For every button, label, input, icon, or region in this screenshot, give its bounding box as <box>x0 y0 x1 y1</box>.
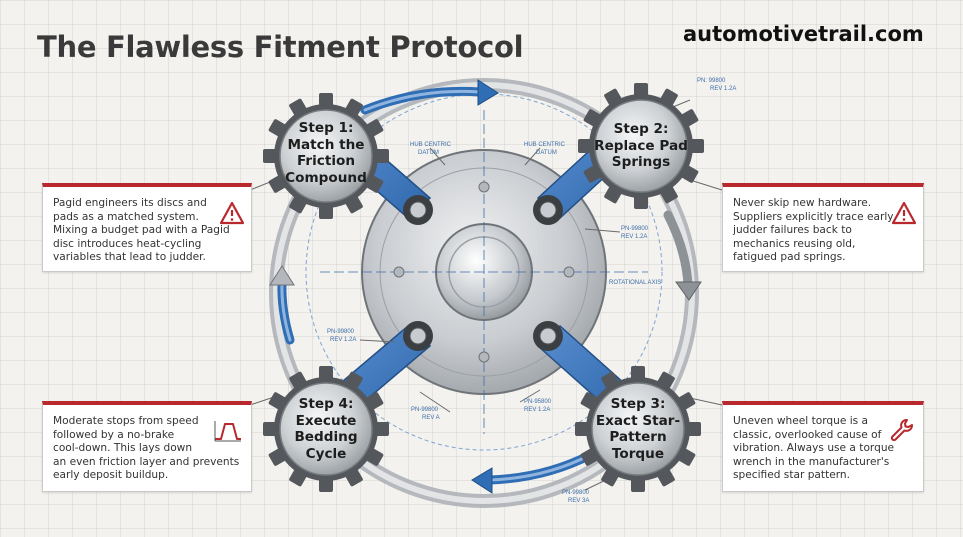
gear-step-1 <box>263 93 389 219</box>
pn-label-right: PN-99800 <box>621 226 649 232</box>
rev-label-bottom: REV 3A <box>568 498 589 504</box>
rev-label-top: REV 1.2A <box>710 86 736 92</box>
wrench-icon <box>890 419 913 442</box>
pn-label-bottom: PN-99800 <box>562 490 590 496</box>
rev-label-left: REV 1.2A <box>330 337 356 343</box>
gear-step-3 <box>575 366 701 492</box>
pn-label-bottom-center: PN-95800 <box>524 399 552 405</box>
hub-centric-label-left: HUB CENTRIC <box>410 142 452 148</box>
datum-label-right: DATUM <box>536 150 557 156</box>
page-title: The Flawless Fitment Protocol <box>37 30 524 64</box>
pn-label-top: PN: 99800 <box>697 78 726 84</box>
rotational-axis-label: ROTATIONAL AXIS <box>609 280 661 286</box>
pn-label-bottom-left: PN-99800 <box>411 407 439 413</box>
callout-text: Never skip new hardware.Suppliers explic… <box>733 197 894 263</box>
callout-step-2: Never skip new hardware.Suppliers explic… <box>722 183 924 272</box>
brand-site-name: automotivetrail.com <box>683 22 924 46</box>
gear-step-4 <box>263 366 389 492</box>
technical-labels: HUB CENTRIC DATUM HUB CENTRIC DATUM PN: … <box>327 78 736 504</box>
rev-label-right: REV 1.2A <box>621 234 647 240</box>
bedding-curve-icon <box>214 421 241 442</box>
gear-step-2 <box>578 83 704 209</box>
datum-label-left: DATUM <box>418 150 439 156</box>
warning-triangle-icon <box>891 201 917 225</box>
rev-label-bottom-center: REV 1.2A <box>524 407 550 413</box>
rev-label-bottom-left: REV A <box>422 415 440 421</box>
hub-bolts <box>403 195 563 351</box>
pn-label-left: PN-99800 <box>327 329 355 335</box>
hub-centric-label-right: HUB CENTRIC <box>524 142 566 148</box>
flow-arrows <box>269 79 702 494</box>
warning-triangle-icon <box>219 201 245 225</box>
